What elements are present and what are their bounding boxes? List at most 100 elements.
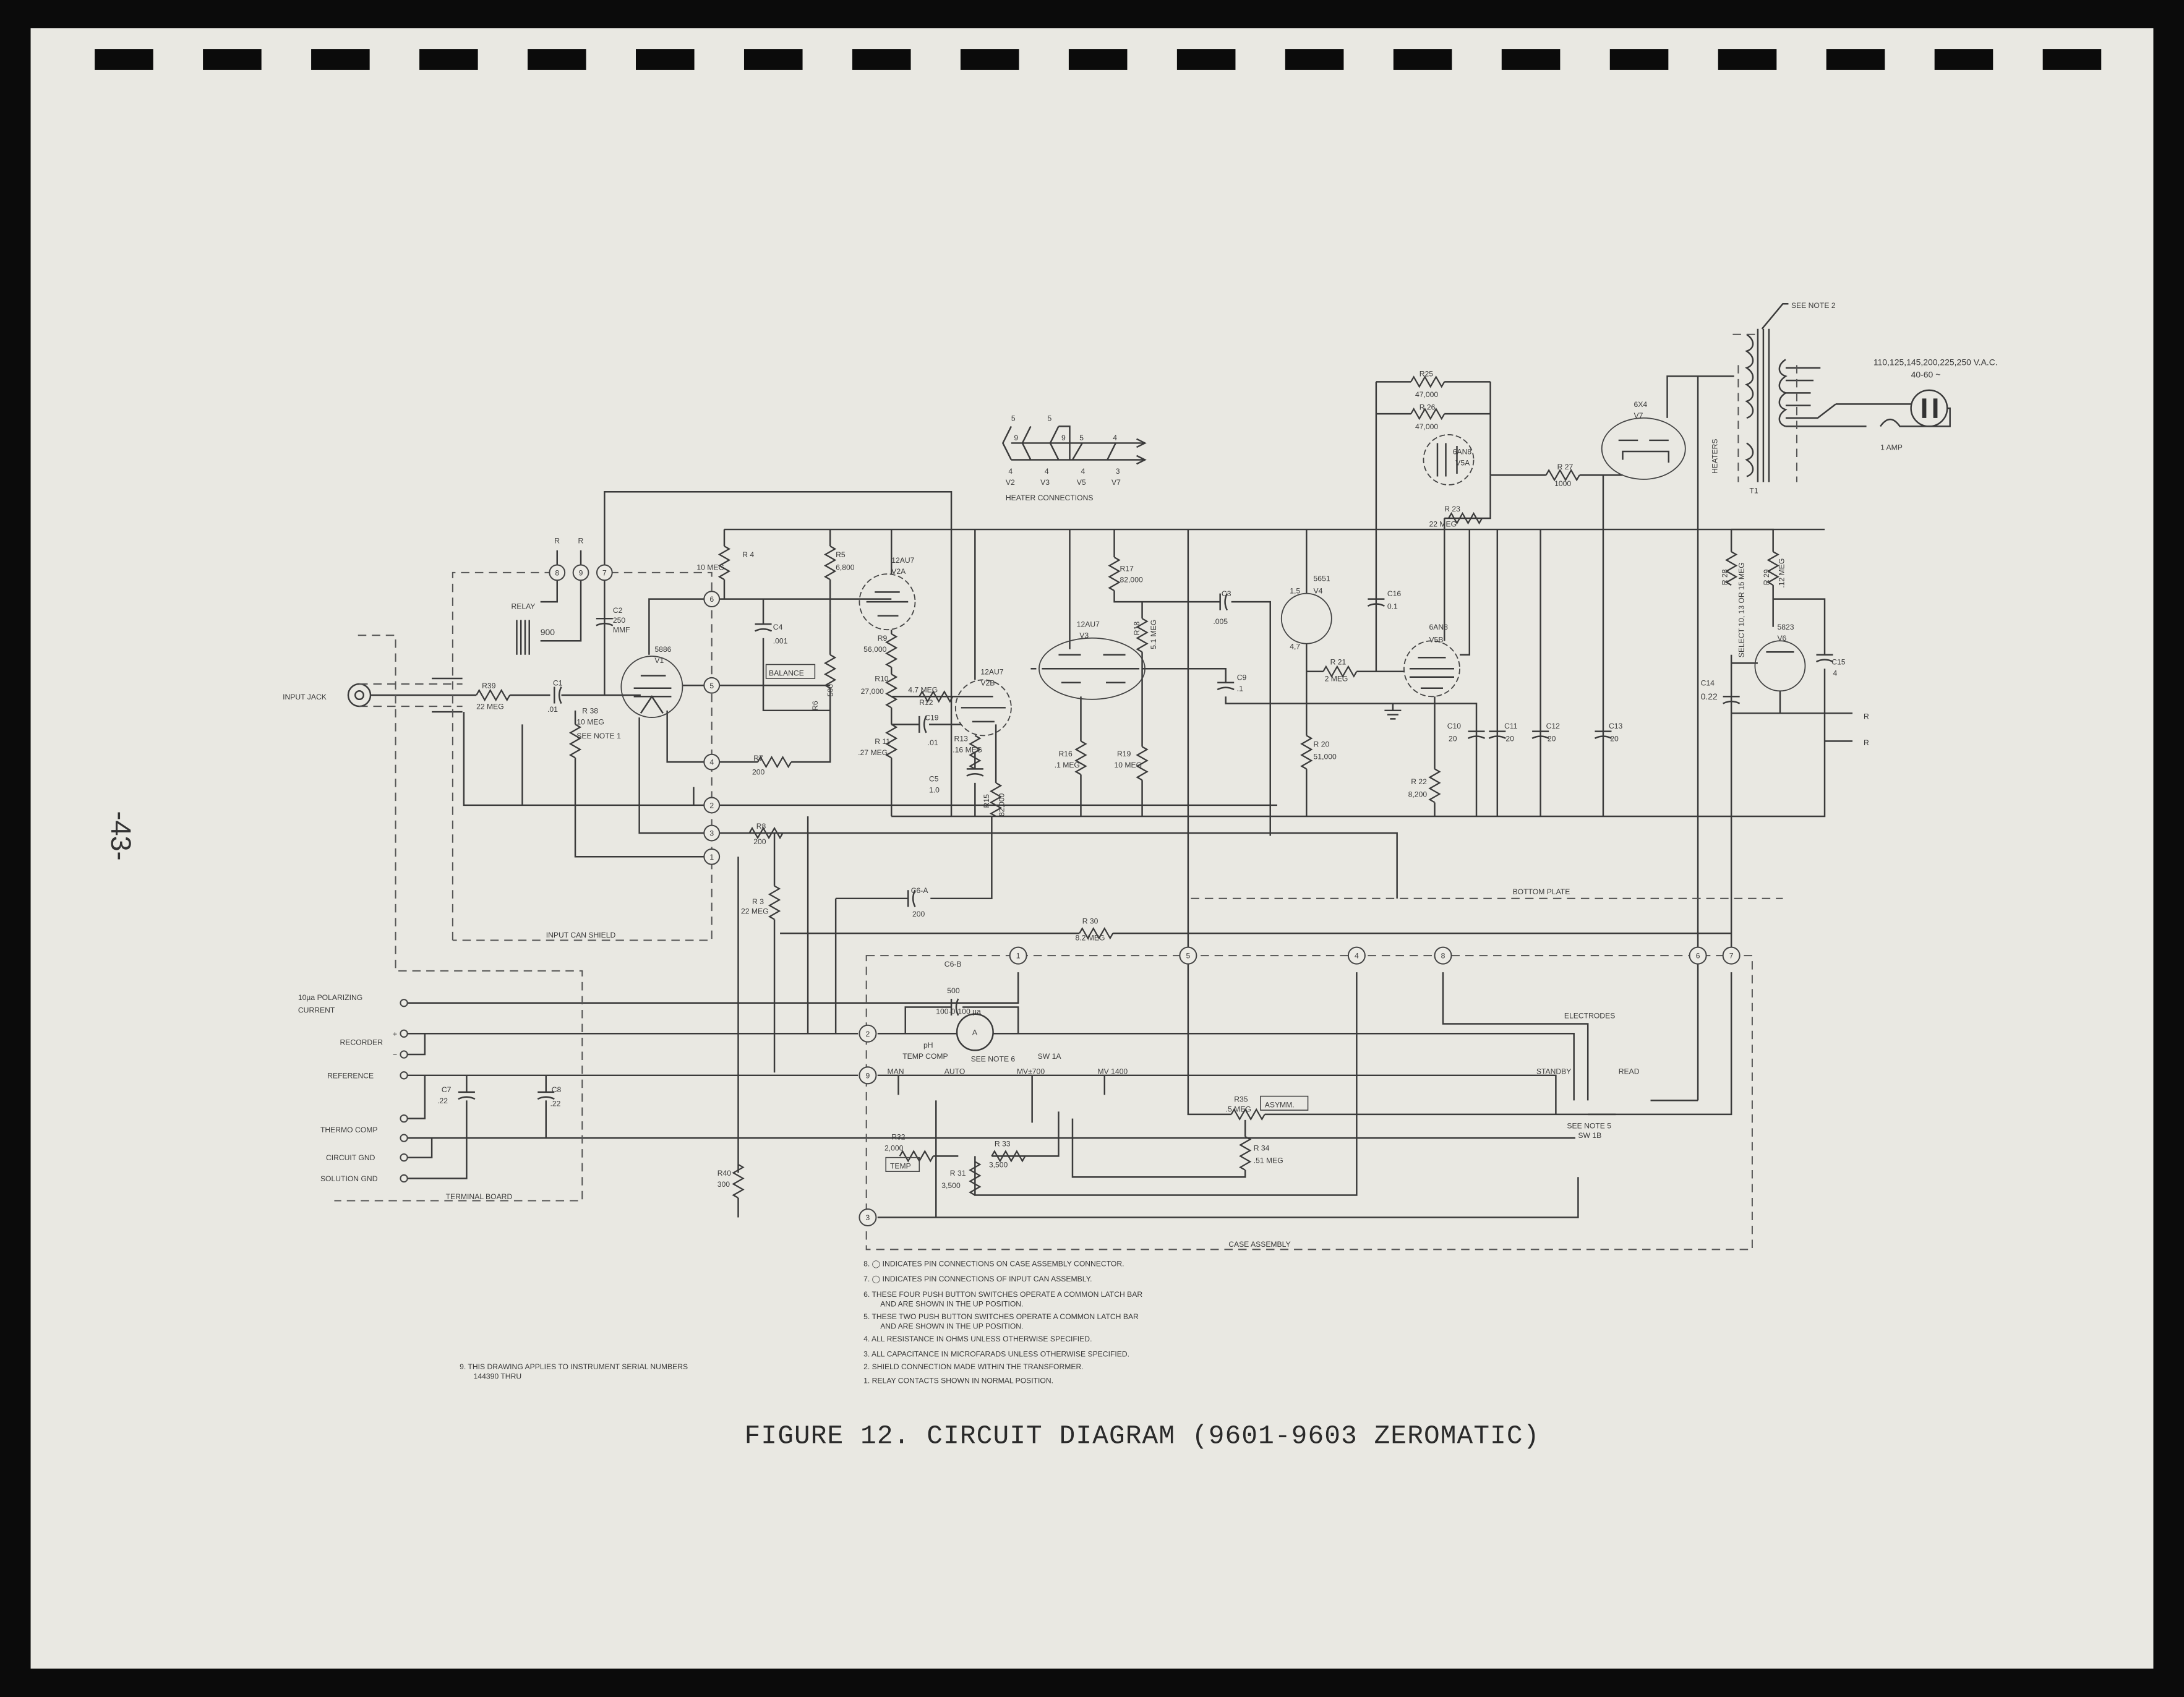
- binding-hole: [635, 49, 695, 70]
- svg-text:6: 6: [1696, 952, 1700, 960]
- svg-text:51,000: 51,000: [1314, 753, 1337, 761]
- svg-text:R16: R16: [1058, 750, 1073, 758]
- binding-hole: [203, 49, 262, 70]
- svg-text:T1: T1: [1749, 487, 1758, 495]
- svg-text:7: 7: [602, 568, 607, 577]
- can-pin: 6: [703, 591, 721, 608]
- svg-text:R 22: R 22: [1411, 777, 1427, 786]
- tube-v3: [1038, 637, 1146, 700]
- svg-text:.5 MEG: .5 MEG: [1226, 1105, 1251, 1113]
- svg-text:CIRCUIT GND: CIRCUIT GND: [326, 1153, 375, 1162]
- svg-text:.01: .01: [928, 738, 938, 747]
- svg-text:C3: C3: [1222, 589, 1231, 598]
- tube-v4: [1280, 592, 1332, 644]
- svg-text:47,000: 47,000: [1415, 422, 1438, 431]
- svg-text:3: 3: [1116, 467, 1120, 476]
- svg-text:V2A: V2A: [891, 567, 906, 576]
- svg-text:CASE ASSEMBLY: CASE ASSEMBLY: [1228, 1240, 1290, 1249]
- svg-text:.27 MEG: .27 MEG: [858, 748, 888, 757]
- svg-text:22 MEG: 22 MEG: [476, 703, 504, 711]
- svg-text:V5A: V5A: [1455, 458, 1470, 467]
- svg-text:R5: R5: [836, 550, 846, 559]
- svg-text:4: 4: [1008, 467, 1013, 476]
- svg-text:R 20: R 20: [1314, 740, 1330, 748]
- svg-text:200: 200: [752, 767, 765, 776]
- svg-text:500: 500: [947, 986, 960, 995]
- svg-text:C9: C9: [1237, 673, 1247, 682]
- svg-text:6AN8: 6AN8: [1453, 447, 1472, 456]
- binding-hole: [1826, 49, 1885, 70]
- figure-caption: FIGURE 12. CIRCUIT DIAGRAM (9601-9603 ZE…: [745, 1421, 1540, 1451]
- case-pin: 8: [1434, 946, 1452, 965]
- svg-text:4. ALL RESISTANCE IN OHMS UNLE: 4. ALL RESISTANCE IN OHMS UNLESS OTHERWI…: [863, 1335, 1092, 1343]
- svg-text:.005: .005: [1213, 617, 1228, 626]
- svg-text:9: 9: [1061, 434, 1066, 442]
- svg-text:.12 MEG: .12 MEG: [1778, 558, 1786, 588]
- svg-text:+: +: [393, 1030, 397, 1038]
- svg-text:47,000: 47,000: [1415, 390, 1438, 399]
- binding-holes: [95, 49, 2102, 70]
- svg-text:56,000: 56,000: [863, 645, 886, 654]
- svg-text:27,000: 27,000: [861, 687, 884, 696]
- svg-text:R 38: R 38: [582, 706, 598, 715]
- svg-text:5: 5: [1047, 414, 1051, 422]
- binding-hole: [1393, 49, 1452, 70]
- svg-text:ASYMM.: ASYMM.: [1265, 1101, 1295, 1109]
- svg-text:2. SHIELD CONNECTION MADE WITH: 2. SHIELD CONNECTION MADE WITHIN THE TRA…: [863, 1362, 1083, 1371]
- svg-text:TERMINAL BOARD: TERMINAL BOARD: [446, 1192, 513, 1201]
- svg-text:6. THESE FOUR PUSH BUTTON SWIT: 6. THESE FOUR PUSH BUTTON SWITCHES OPERA…: [863, 1290, 1142, 1299]
- case-pin: 1: [1009, 946, 1027, 965]
- svg-text:20: 20: [1505, 734, 1514, 743]
- svg-text:12AU7: 12AU7: [1077, 620, 1100, 629]
- enclosures: [334, 571, 1783, 1250]
- svg-text:C12: C12: [1546, 722, 1561, 730]
- svg-text:AUTO: AUTO: [944, 1067, 966, 1076]
- svg-text:8,200: 8,200: [1408, 790, 1428, 798]
- svg-text:TEMP COMP: TEMP COMP: [902, 1052, 948, 1061]
- heater-connections: 5 5 9 9 5 4 4 4 4 3 V2 V3 V5 V7 HEATER C…: [1006, 414, 1121, 502]
- svg-text:7: 7: [1729, 952, 1734, 960]
- svg-text:.22: .22: [550, 1099, 561, 1108]
- svg-text:200: 200: [753, 837, 766, 846]
- svg-text:.1 MEG: .1 MEG: [1055, 761, 1080, 769]
- binding-hole: [1068, 49, 1128, 70]
- svg-text:C8: C8: [552, 1085, 562, 1094]
- svg-text:R: R: [1864, 712, 1869, 720]
- svg-text:MMF: MMF: [613, 626, 630, 635]
- svg-text:0.1: 0.1: [1387, 602, 1398, 610]
- case-pin: 6: [1689, 946, 1707, 965]
- svg-text:6,800: 6,800: [836, 563, 855, 571]
- ammeter: [956, 1013, 994, 1051]
- svg-text:SEE NOTE 1: SEE NOTE 1: [576, 732, 621, 740]
- svg-text:12AU7: 12AU7: [980, 667, 1003, 676]
- svg-text:20: 20: [1449, 734, 1457, 743]
- svg-text:4: 4: [1081, 467, 1085, 476]
- svg-text:R12: R12: [919, 698, 933, 707]
- svg-text:C4: C4: [773, 623, 783, 631]
- svg-text:900: 900: [541, 627, 555, 637]
- binding-hole: [1176, 49, 1236, 70]
- svg-text:8.2 MEG: 8.2 MEG: [1075, 933, 1105, 942]
- svg-text:0.22: 0.22: [1701, 691, 1718, 701]
- svg-text:INPUT JACK: INPUT JACK: [283, 693, 327, 701]
- can-pin: 5: [703, 677, 721, 694]
- svg-text:6X4: 6X4: [1634, 400, 1647, 409]
- svg-text:R 23: R 23: [1444, 505, 1460, 513]
- can-pin: 1: [703, 848, 721, 865]
- svg-text:5886: 5886: [654, 645, 671, 654]
- svg-text:10 MEG: 10 MEG: [576, 717, 604, 726]
- svg-text:V3: V3: [1079, 631, 1089, 640]
- svg-text:R 4: R 4: [742, 550, 754, 559]
- case-pin: 5: [1179, 946, 1197, 965]
- vacuum-tubes: [620, 417, 1806, 1051]
- svg-text:4: 4: [1113, 434, 1117, 442]
- svg-text:RELAY: RELAY: [511, 602, 535, 610]
- svg-text:STANDBY: STANDBY: [1536, 1067, 1572, 1076]
- svg-text:2: 2: [866, 1030, 870, 1038]
- svg-text:V1: V1: [654, 656, 664, 665]
- svg-text:3: 3: [866, 1213, 870, 1222]
- svg-text:10 MEG: 10 MEG: [1115, 761, 1142, 769]
- svg-text:R 26: R 26: [1420, 403, 1436, 411]
- svg-text:250: 250: [613, 616, 626, 625]
